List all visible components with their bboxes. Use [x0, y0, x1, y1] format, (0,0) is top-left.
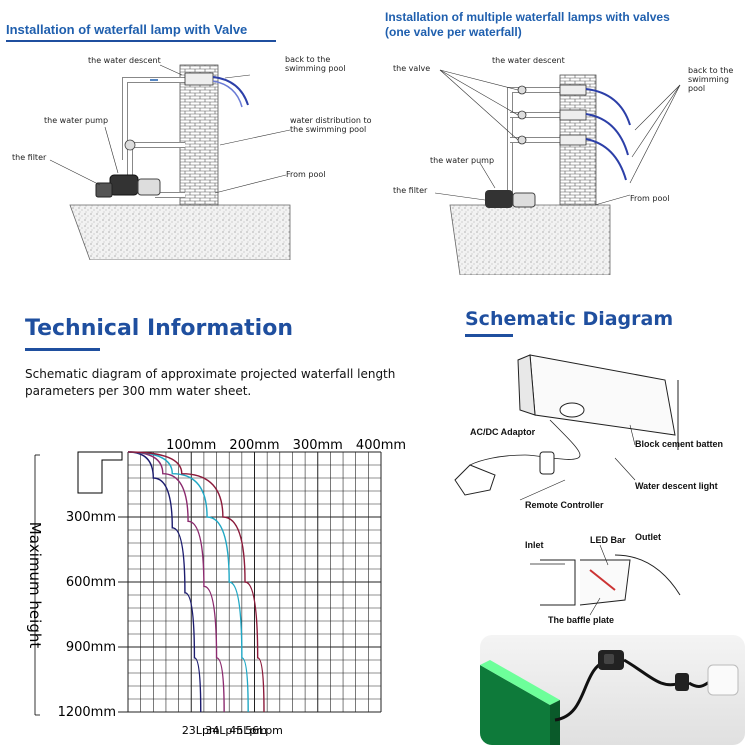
brick-wall	[179, 64, 219, 206]
waterfall-length-chart: Maximum height 100mm 200mm 300mm 400mm 300m…	[26, 438, 406, 737]
curve-label: 56Lpm	[245, 724, 283, 737]
y-tick-label: 600mm	[66, 575, 116, 590]
label-valve: the valve	[393, 64, 431, 73]
curve-label: 45Lpm	[229, 724, 267, 737]
install-single-diagram	[49, 64, 291, 260]
y-tick-label: 300mm	[66, 510, 116, 525]
chart-grid	[127, 451, 382, 713]
label-filter: the filter	[12, 153, 47, 162]
install-single-underline	[6, 40, 276, 42]
x-tick-label: 300mm	[293, 438, 343, 453]
x-tick-label: 400mm	[356, 438, 406, 453]
technical-underline	[25, 348, 100, 351]
curve-45Lpm	[127, 451, 249, 713]
install-multi-diagram	[434, 69, 681, 275]
technical-title: Technical Information	[25, 316, 293, 341]
curve-label: 34Lpm	[205, 724, 243, 737]
outlet-shape	[77, 451, 123, 494]
label-outlet: Outlet	[635, 532, 661, 542]
label-multi-water-descent: the water descent	[492, 56, 565, 65]
install-single-title: Installation of waterfall lamp with Valv…	[6, 22, 248, 37]
label-multi-water-pump: the water pump	[430, 156, 495, 165]
y-tick-labels: 300mm 600mm 900mm 1200mm	[58, 510, 128, 720]
label-from-pool: From pool	[286, 170, 326, 179]
curve-label: 23Lpm	[182, 724, 220, 737]
label-multi-filter: the filter	[393, 186, 428, 195]
label-led-bar: LED Bar	[590, 535, 626, 545]
chart-curves	[127, 451, 265, 713]
install-multi-title-2: (one valve per waterfall)	[385, 25, 522, 39]
label-water-distribution: water distribution to the swimming pool	[290, 116, 372, 134]
curve-34Lpm	[127, 451, 225, 713]
product-photo	[480, 635, 745, 745]
label-multi-from-pool: From pool	[630, 194, 670, 203]
x-tick-label: 200mm	[229, 438, 279, 453]
technical-desc-2: parameters per 300 mm water sheet.	[25, 384, 252, 398]
product-illustration	[480, 650, 739, 745]
label-baffle: The baffle plate	[548, 615, 615, 625]
label-block-cement: Block cement batten	[635, 439, 724, 449]
schematic-title: Schematic Diagram	[465, 308, 674, 330]
label-remote: Remote Controller	[525, 500, 604, 510]
label-multi-back-to-pool: back to the swimming pool	[688, 66, 734, 93]
technical-desc-1: Schematic diagram of approximate project…	[25, 367, 396, 381]
y-tick-label: 900mm	[66, 640, 116, 655]
label-water-descent: the water descent	[88, 56, 161, 65]
schematic-diagram	[454, 354, 681, 616]
x-tick-labels: 100mm 200mm 300mm 400mm	[166, 438, 406, 453]
label-water-pump: the water pump	[44, 116, 109, 125]
y-tick-label: 1200mm	[58, 705, 116, 720]
y-axis-label: Maximum height	[26, 522, 44, 649]
label-ac-dc: AC/DC Adaptor	[470, 427, 536, 437]
label-inlet: Inlet	[525, 540, 544, 550]
ground	[69, 204, 291, 260]
schematic-underline	[465, 334, 513, 337]
curve-23Lpm	[127, 451, 202, 713]
install-multi-title-1: Installation of multiple waterfall lamps…	[385, 10, 670, 24]
x-tick-label: 100mm	[166, 438, 216, 453]
curve-56Lpm	[127, 451, 265, 713]
label-water-descent-light: Water descent light	[635, 481, 718, 491]
label-back-to-pool: back to the swimming pool	[285, 55, 346, 73]
